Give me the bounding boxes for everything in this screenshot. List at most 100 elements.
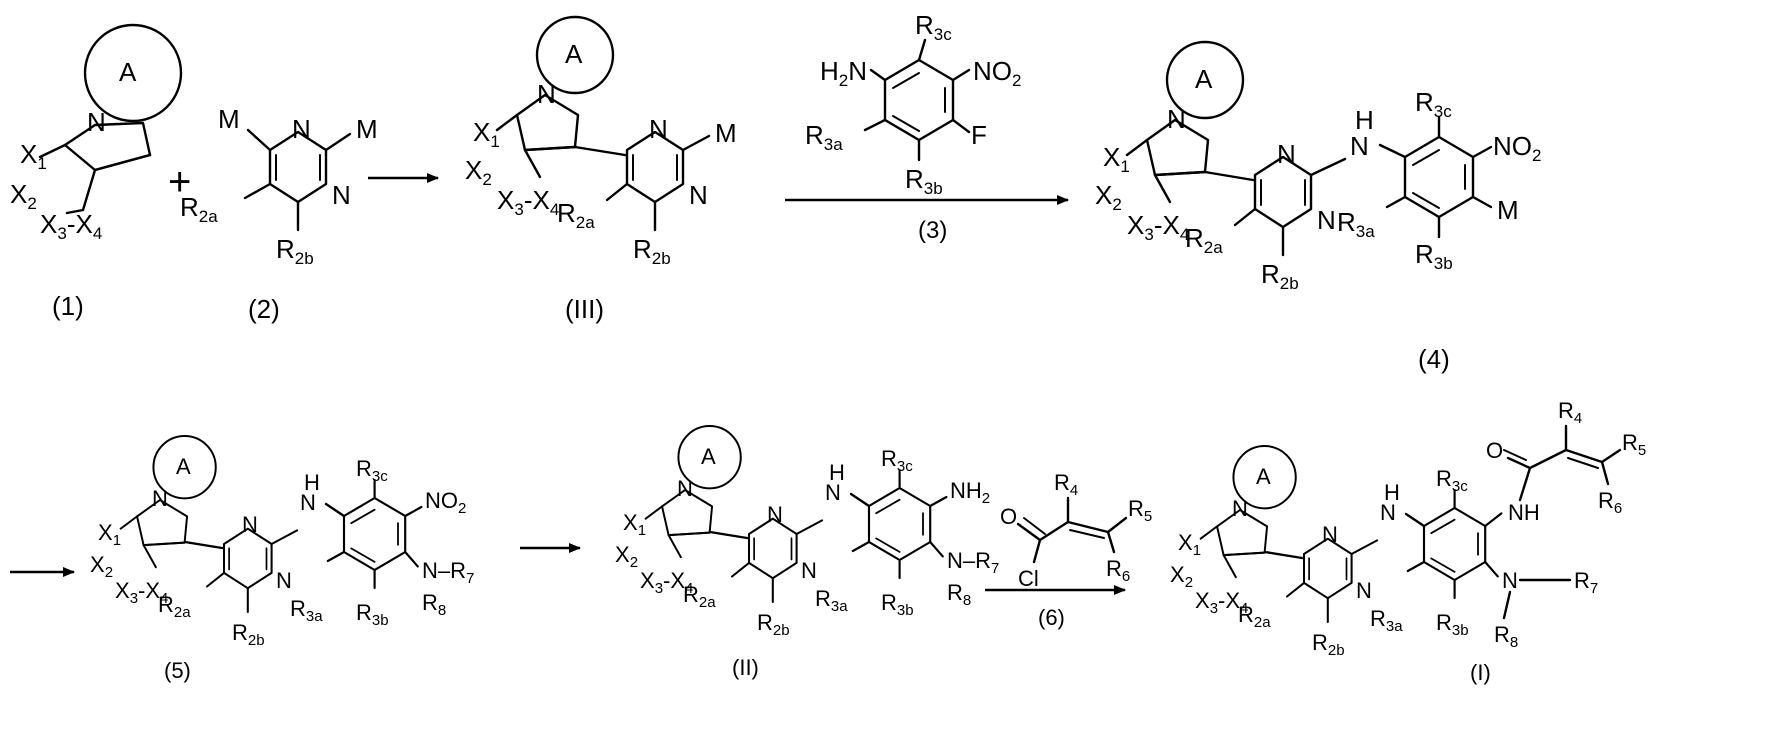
cl-atom: Cl	[1018, 566, 1039, 591]
x2-label: X2	[615, 542, 638, 571]
n-atom: N	[1502, 568, 1518, 593]
compound-III: N A X1 X2 X3-X4 N M N R2a R2b	[465, 17, 737, 268]
r4-label: R4	[1054, 470, 1078, 499]
f-atom: F	[971, 120, 987, 150]
n-atom: N	[1277, 139, 1296, 169]
r3c-label: R3c	[356, 456, 388, 485]
nh2-group: H2N	[820, 56, 867, 90]
x2-label: X2	[10, 179, 37, 213]
x3-x4-label: X3-X4	[40, 209, 102, 243]
r2b-label: R2b	[232, 620, 265, 649]
x1-label: X1	[1103, 142, 1130, 176]
n-atom: N	[1356, 578, 1372, 603]
r2a-label: R2a	[683, 582, 716, 611]
x2-label: X2	[465, 155, 492, 189]
nh-linker: HN	[1350, 105, 1374, 161]
r2b-label: R2b	[757, 610, 790, 639]
n-atom: N	[87, 107, 106, 137]
ring-a-label: A	[1256, 464, 1271, 489]
r2a-label: R2a	[1185, 223, 1223, 257]
x1-label: X1	[20, 139, 47, 173]
r3a-label: R3a	[1337, 207, 1375, 241]
r2b-label: R2b	[1261, 259, 1299, 293]
compound-5: N A X1 X2 X3-X4 N N HN R2a R2b R3a R3c N…	[90, 436, 474, 649]
n-atom: N	[276, 568, 292, 593]
n-atom: N	[801, 558, 817, 583]
r2a-label: R2a	[180, 192, 218, 226]
label-2: (2)	[248, 294, 280, 324]
nr7r8-group: N–R7	[947, 548, 999, 577]
r2a-label: R2a	[1238, 602, 1271, 631]
compound-1: N A X1 X2 X3-X4	[10, 25, 181, 243]
r3a-label: R3a	[815, 586, 848, 615]
r3b-label: R3b	[356, 600, 389, 629]
r5-label: R5	[1622, 430, 1646, 459]
ring-a-label: A	[565, 39, 583, 69]
r2a-label: R2a	[158, 592, 191, 621]
r8-label: R8	[422, 590, 446, 619]
r8-label: R8	[1494, 622, 1518, 651]
n-atom: N	[1322, 522, 1338, 547]
x2-label: X2	[1170, 562, 1193, 591]
r3c-label: R3c	[1415, 87, 1452, 121]
x1-label: X1	[623, 510, 646, 539]
no2-group: NO2	[425, 488, 466, 517]
nh-linker: HN	[1380, 480, 1400, 525]
label-III: (III)	[565, 294, 604, 324]
x1-label: X1	[98, 520, 121, 549]
nh-linker: HN	[825, 460, 845, 505]
n-atom: N	[152, 486, 168, 511]
x3-x4-label: X3-X4	[1127, 210, 1189, 244]
m-substituent: M	[218, 104, 240, 134]
r3a-label: R3a	[1370, 606, 1403, 635]
x2-label: X2	[1095, 180, 1122, 214]
ring-a-label: A	[176, 454, 191, 479]
o-atom: O	[1486, 438, 1503, 463]
label-I: (I)	[1470, 660, 1491, 685]
r3b-label: R3b	[881, 590, 914, 619]
label-4: (4)	[1418, 344, 1450, 374]
n-atom: N	[1167, 104, 1186, 134]
r2b-label: R2b	[276, 234, 314, 268]
label-5: (5)	[164, 658, 191, 683]
r2b-label: R2b	[1312, 630, 1345, 659]
compound-4: N A X1 X2 X3-X4 N N HN R2a R2b R3a	[1095, 42, 1541, 293]
x1-label: X1	[473, 117, 500, 151]
label-II: (II)	[732, 655, 759, 680]
ring-a-label: A	[119, 57, 137, 87]
r3a-label: R3a	[290, 596, 323, 625]
reagent-6: O Cl R4 R5 R6	[1000, 470, 1152, 591]
n-atom: N	[292, 114, 311, 144]
r4-label: R4	[1558, 398, 1582, 427]
n-atom: N	[332, 180, 351, 210]
n-atom: N	[689, 180, 708, 210]
label-1: (1)	[52, 291, 84, 321]
r2b-label: R2b	[633, 234, 671, 268]
label-3: (3)	[918, 217, 947, 244]
compound-I: N A X1 X2 X3-X4 N N HN R2a R2b R3a R3c N…	[1170, 398, 1646, 659]
r3b-label: R3b	[1436, 610, 1469, 639]
r8-label: R8	[947, 580, 971, 609]
r7-label: R7	[1574, 568, 1598, 597]
r6-label: R6	[1598, 488, 1622, 517]
n-atom: N	[649, 114, 668, 144]
o-atom: O	[1000, 504, 1017, 529]
ring-a-label: A	[1195, 64, 1213, 94]
n-atom: N	[767, 502, 783, 527]
label-6: (6)	[1038, 605, 1065, 630]
compound-2: M N M N R2a R2b	[180, 104, 378, 268]
r3c-label: R3c	[1436, 466, 1468, 495]
r6-label: R6	[1106, 556, 1130, 585]
reagent-3: H2N R3c NO2 F R3a R3b	[805, 10, 1021, 198]
r3b-label: R3b	[1415, 239, 1453, 273]
nh2-group: NH2	[950, 478, 990, 507]
x2-label: X2	[90, 552, 113, 581]
nh-linker: HN	[300, 470, 320, 515]
n-atom: N	[537, 79, 556, 109]
nr7r8-group: N–R7	[422, 558, 474, 587]
n-atom: N	[1317, 205, 1336, 235]
amide-nh: NH	[1508, 500, 1540, 525]
m-substituent: M	[715, 118, 737, 148]
n-atom: N	[1232, 496, 1248, 521]
